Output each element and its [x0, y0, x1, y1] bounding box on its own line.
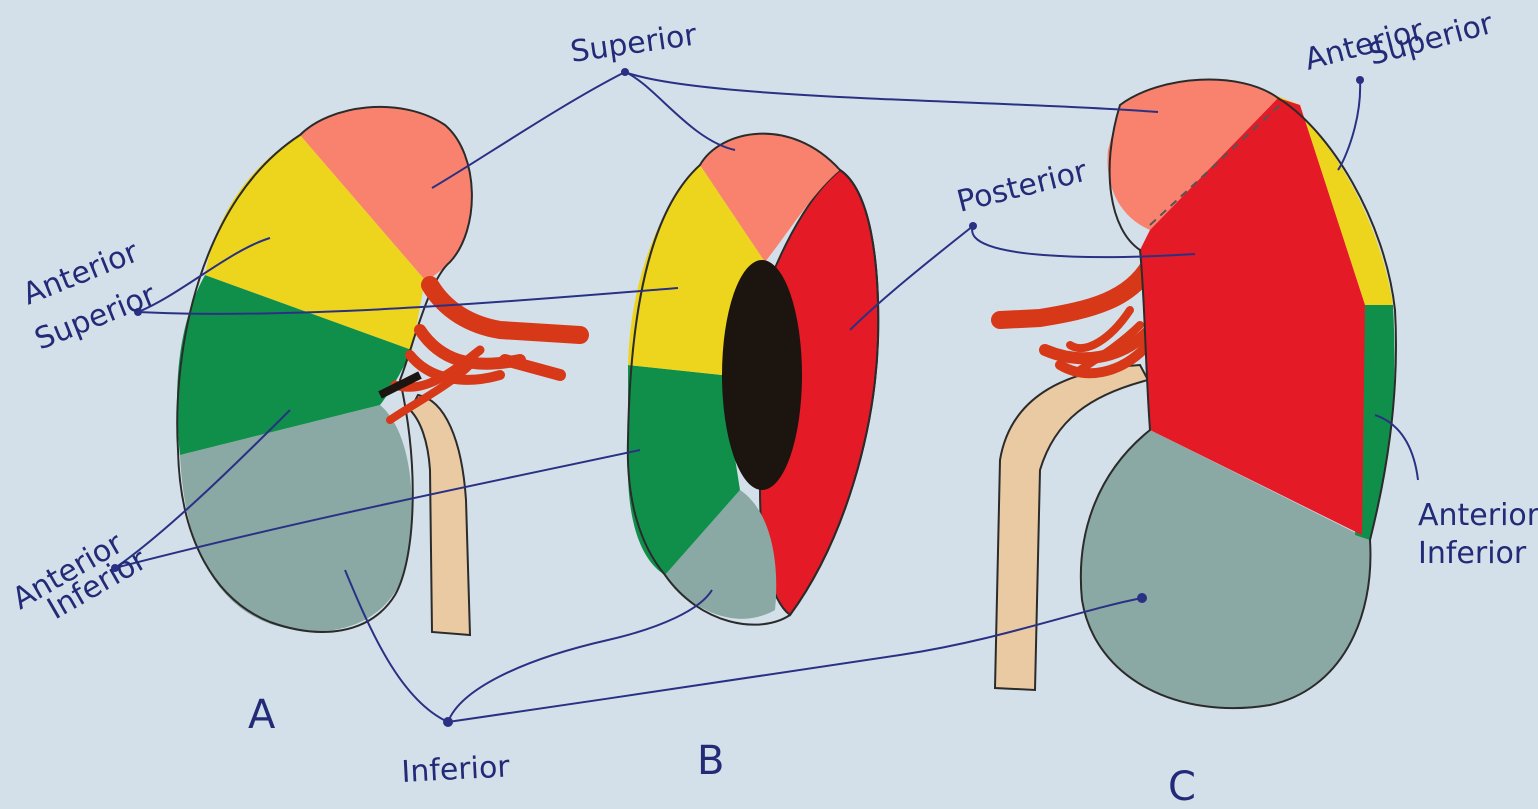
arrow-point-superior [621, 68, 629, 76]
arrow-point-anterior-superior-right [1356, 76, 1364, 84]
view-letter-a: A [248, 692, 276, 738]
label-anterior-inferior-right-line1: Anterior [1418, 498, 1538, 533]
view-letter-c: C [1168, 764, 1196, 809]
kidney-b-hilum [722, 260, 802, 490]
label-anterior-inferior-right-line2: Inferior [1418, 536, 1527, 571]
arrow-point-posterior [969, 222, 977, 230]
label-inferior: Inferior [401, 749, 512, 790]
view-letter-b: B [697, 738, 724, 784]
arrow-point-inferior-c [1137, 593, 1147, 603]
arrow-point-inferior [443, 717, 453, 727]
